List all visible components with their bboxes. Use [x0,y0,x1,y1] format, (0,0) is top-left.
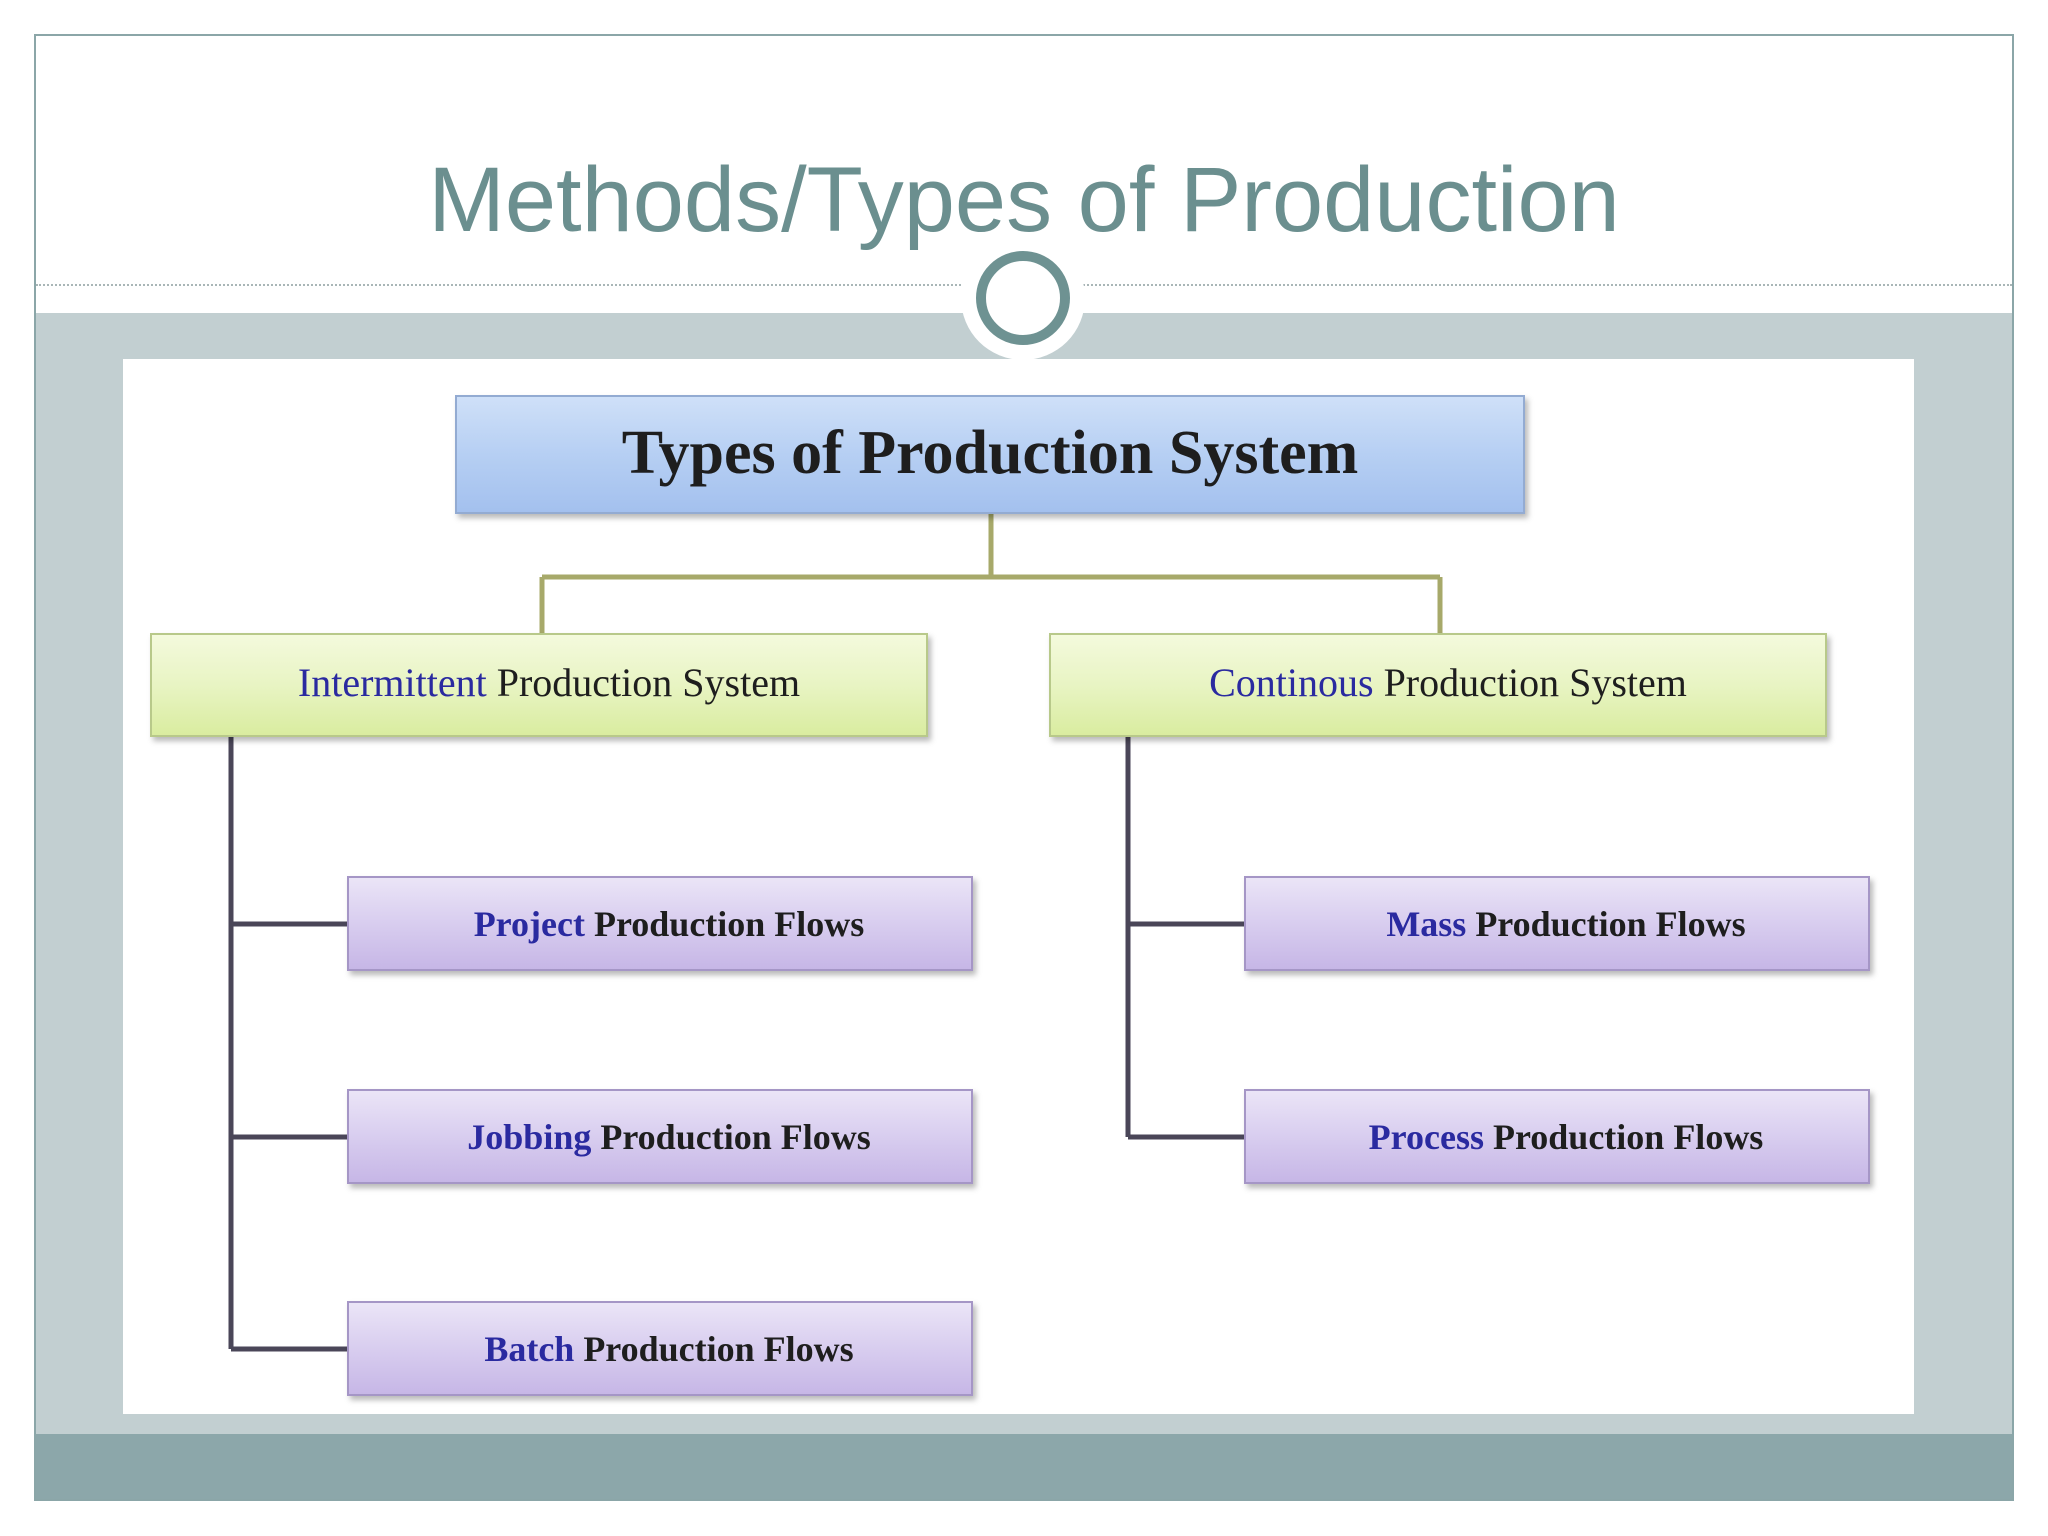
leaf-label-project: Project Production Flows [375,904,946,944]
leaf-box-mass [1244,876,1870,971]
branch-node-intermittent: Intermittent Production System [150,633,928,737]
branch-label-intermittent: Intermittent Production System [188,660,890,705]
branch-node-continous: Continous Production System [1049,633,1827,737]
leaf-lead-word: Batch [484,1329,574,1369]
branch-label-rest: Production System [487,660,800,705]
leaf-lead-word: Process [1369,1117,1484,1157]
branch-box-intermittent [150,633,928,737]
leaf-lead-word: Mass [1386,904,1466,944]
branch-label-rest: Production System [1374,660,1687,705]
leaf-node-jobbing: Jobbing Production Flows [347,1089,973,1184]
leaf-label-rest: Production Flows [1466,904,1745,944]
leaf-label-process: Process Production Flows [1270,1117,1845,1157]
root-label: Types of Production System [622,419,1359,487]
diagram-svg: Types of Production System Intermittent … [150,395,1870,1396]
leaf-label-rest: Production Flows [574,1329,853,1369]
leaf-lead-word: Jobbing [467,1117,591,1157]
leaf-box-process [1244,1089,1870,1184]
leaf-box-jobbing [347,1089,973,1184]
leaf-node-batch: Batch Production Flows [347,1301,973,1396]
slide: Methods/Types of Production [34,34,2014,1501]
leaf-label-rest: Production Flows [585,904,864,944]
branch-connectors [228,736,1245,1352]
leaf-node-mass: Mass Production Flows [1244,876,1870,971]
leaf-label-mass: Mass Production Flows [1287,904,1826,944]
footer-band [36,1434,2012,1499]
leaf-box-project [347,876,973,971]
leaf-label-rest: Production Flows [591,1117,870,1157]
branch-lead-word: Continous [1209,660,1373,705]
root-box [455,395,1525,514]
branch-lead-word: Intermittent [298,660,487,705]
leaf-box-batch [347,1301,973,1396]
branch-box-continous [1049,633,1827,737]
leaf-label-rest: Production Flows [1484,1117,1763,1157]
leaf-lead-word: Project [474,904,585,944]
leaf-node-process: Process Production Flows [1244,1089,1870,1184]
root-node: Types of Production System [455,395,1525,514]
circle-ornament-icon [976,251,1070,345]
production-system-diagram: Types of Production System Intermittent … [123,359,1914,1414]
branch-label-continous: Continous Production System [1099,660,1777,705]
leaf-node-project: Project Production Flows [347,876,973,971]
slide-title: Methods/Types of Production [428,149,1620,251]
leaf-label-batch: Batch Production Flows [385,1329,934,1369]
leaf-label-jobbing: Jobbing Production Flows [368,1117,951,1157]
